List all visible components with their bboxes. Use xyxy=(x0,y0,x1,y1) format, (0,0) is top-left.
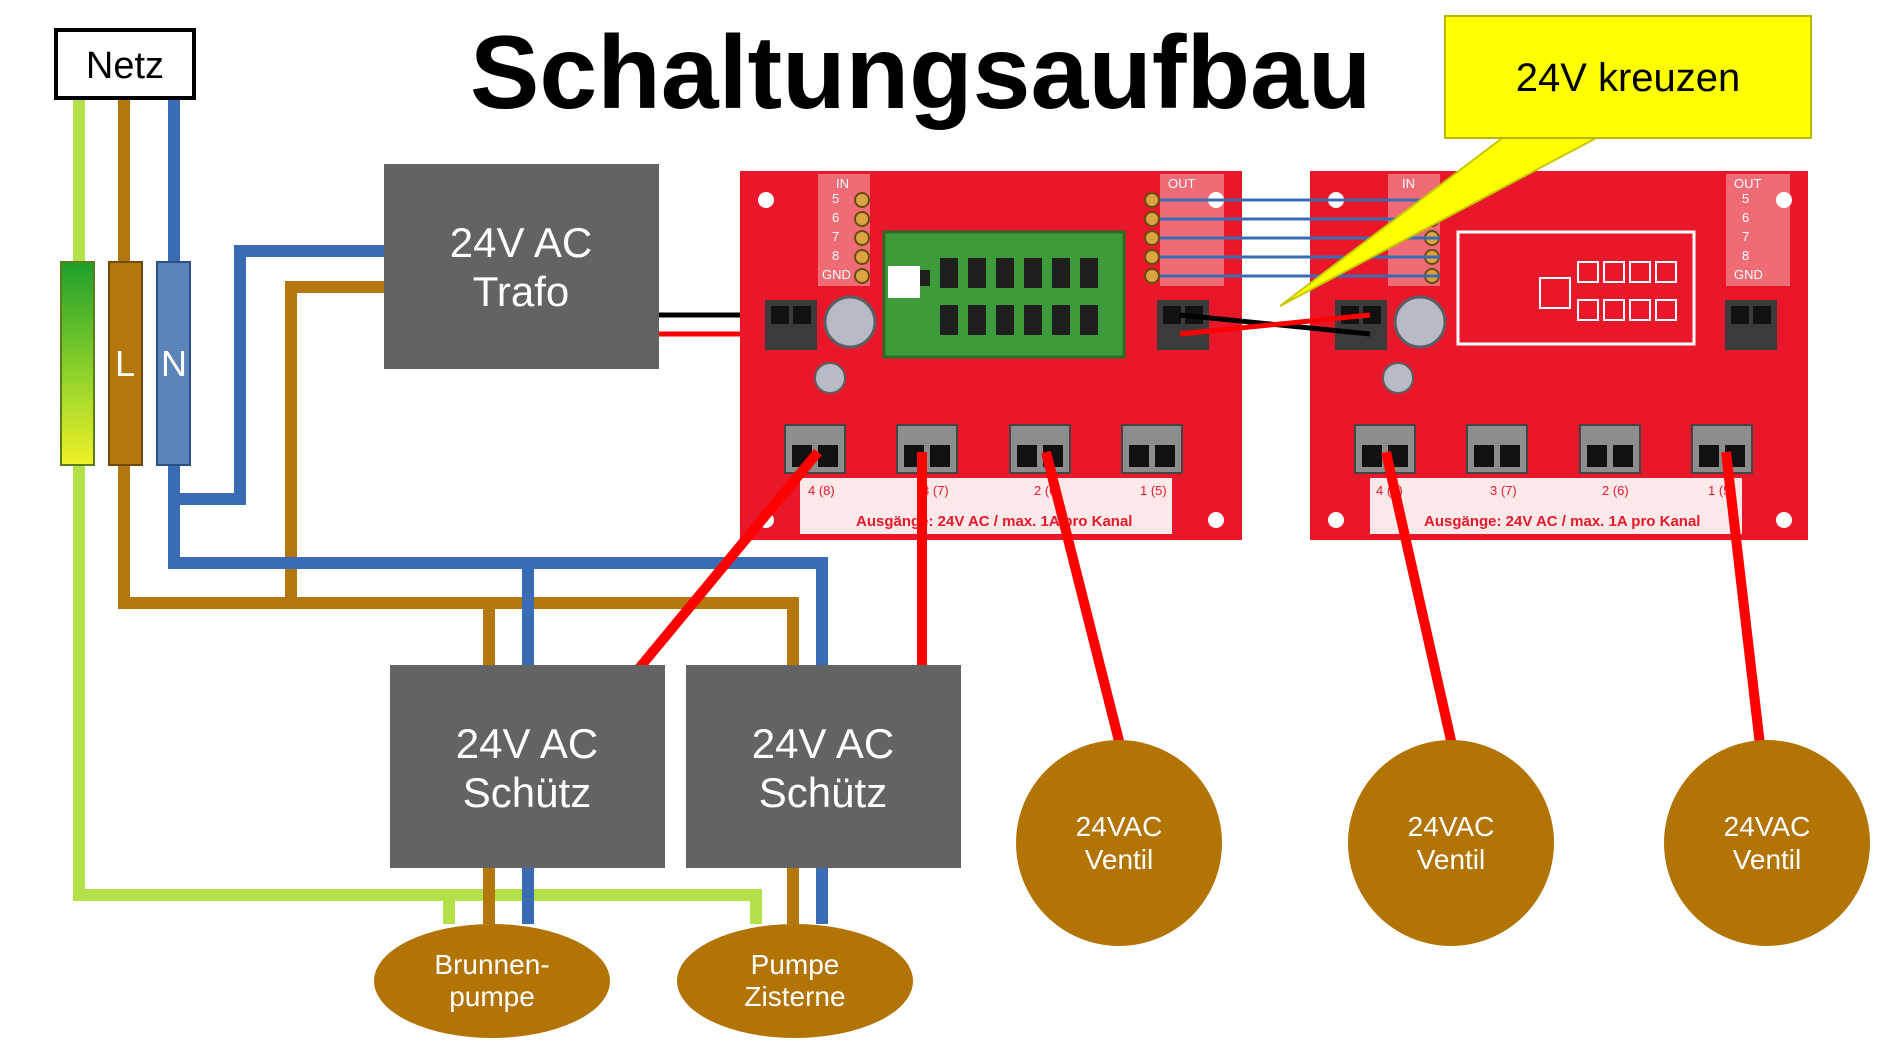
pump-2-line1: Pumpe xyxy=(751,949,840,980)
board2-output-3: 3 (7) xyxy=(1490,483,1517,498)
board1-footer: Ausgänge: 24V AC / max. 1A pro Kanal xyxy=(856,513,1132,530)
pump-1-line2: pumpe xyxy=(449,981,535,1012)
valve-1: 24VAC Ventil xyxy=(1016,740,1222,946)
valve-2: 24VAC Ventil xyxy=(1348,740,1554,946)
board2-out-header: OUT xyxy=(1734,176,1762,191)
board2-module-footprint xyxy=(1456,230,1696,346)
transformer-line1: 24V AC xyxy=(450,219,592,266)
wires xyxy=(73,100,828,924)
pump-2-line2: Zisterne xyxy=(744,981,845,1012)
valve-3-line2: Ventil xyxy=(1733,844,1802,875)
board1-capacitor xyxy=(823,295,877,349)
n-terminal-label: N xyxy=(161,343,187,384)
earth-wire-lower xyxy=(73,465,762,924)
pump-zisterne: Pumpe Zisterne xyxy=(677,924,913,1038)
board1-pin-8: 8 xyxy=(832,248,839,263)
valve-1-line2: Ventil xyxy=(1085,844,1154,875)
live-wire-lower xyxy=(118,465,799,665)
board1-output-1: 1 (5) xyxy=(1140,483,1167,498)
relay-board-1: IN OUT 5 6 7 8 GND xyxy=(740,171,1242,540)
n-terminal xyxy=(156,261,191,466)
neutral-wire-trafo xyxy=(174,245,384,505)
contactor-1: 24V AC Schütz xyxy=(390,665,665,868)
mains-label: Netz xyxy=(86,45,164,87)
valve-2-line2: Ventil xyxy=(1417,844,1486,875)
mains-box: Netz xyxy=(54,28,196,100)
pump-brunnen: Brunnen- pumpe xyxy=(374,924,610,1038)
board1-pin-7: 7 xyxy=(832,229,839,244)
l-terminal xyxy=(108,261,143,466)
diagram-title: Schaltungsaufbau xyxy=(470,15,1371,131)
board1-output-3: 3 (7) xyxy=(922,483,949,498)
board2-pin-6: 6 xyxy=(1742,210,1749,225)
pump-1-line1: Brunnen- xyxy=(434,949,549,980)
board1-out-header: OUT xyxy=(1168,176,1196,191)
valve-2-line1: 24VAC xyxy=(1408,811,1495,842)
board1-output-4: 4 (8) xyxy=(808,483,835,498)
cross-callout: 24V kreuzen xyxy=(1279,15,1812,307)
contactor-1-line2: Schütz xyxy=(463,769,591,816)
board1-pin-gnd: GND xyxy=(822,267,851,282)
signal-wires xyxy=(632,448,1765,747)
board2-pin-5: 5 xyxy=(1742,191,1749,206)
l-terminal-label: L xyxy=(115,343,135,384)
transformer-box: 24V AC Trafo xyxy=(384,164,659,369)
board2-pin-8: 8 xyxy=(1742,248,1749,263)
board1-in-header: IN xyxy=(836,176,849,191)
board2-in-header: IN xyxy=(1402,176,1415,191)
neutral-wire-lower xyxy=(168,465,828,665)
valve-3: 24VAC Ventil xyxy=(1664,740,1870,946)
contactor-1-line1: 24V AC xyxy=(456,720,598,767)
valve-3-line1: 24VAC xyxy=(1724,811,1811,842)
board2-footer: Ausgänge: 24V AC / max. 1A pro Kanal xyxy=(1424,513,1700,530)
callout-text: 24V kreuzen xyxy=(1516,56,1741,100)
board1-pin-5: 5 xyxy=(832,191,839,206)
contactor-2-line2: Schütz xyxy=(759,769,887,816)
terminal-blocks: L N xyxy=(60,261,191,466)
board2-capacitor xyxy=(1393,295,1447,349)
contactor-2-line1: 24V AC xyxy=(752,720,894,767)
board1-controller-module xyxy=(882,230,1126,359)
board2-output-2: 2 (6) xyxy=(1602,483,1629,498)
live-wire-trafo xyxy=(285,281,384,603)
valve-1-line1: 24VAC xyxy=(1076,811,1163,842)
board2-pin-gnd: GND xyxy=(1734,267,1763,282)
board-link-ribbon xyxy=(1160,198,1440,278)
board2-pin-7: 7 xyxy=(1742,229,1749,244)
pe-terminal xyxy=(60,261,95,466)
board1-pin-6: 6 xyxy=(832,210,839,225)
cross-red-wire xyxy=(1179,312,1371,337)
contactor-2: 24V AC Schütz xyxy=(686,665,961,868)
transformer-line2: Trafo xyxy=(473,268,569,315)
